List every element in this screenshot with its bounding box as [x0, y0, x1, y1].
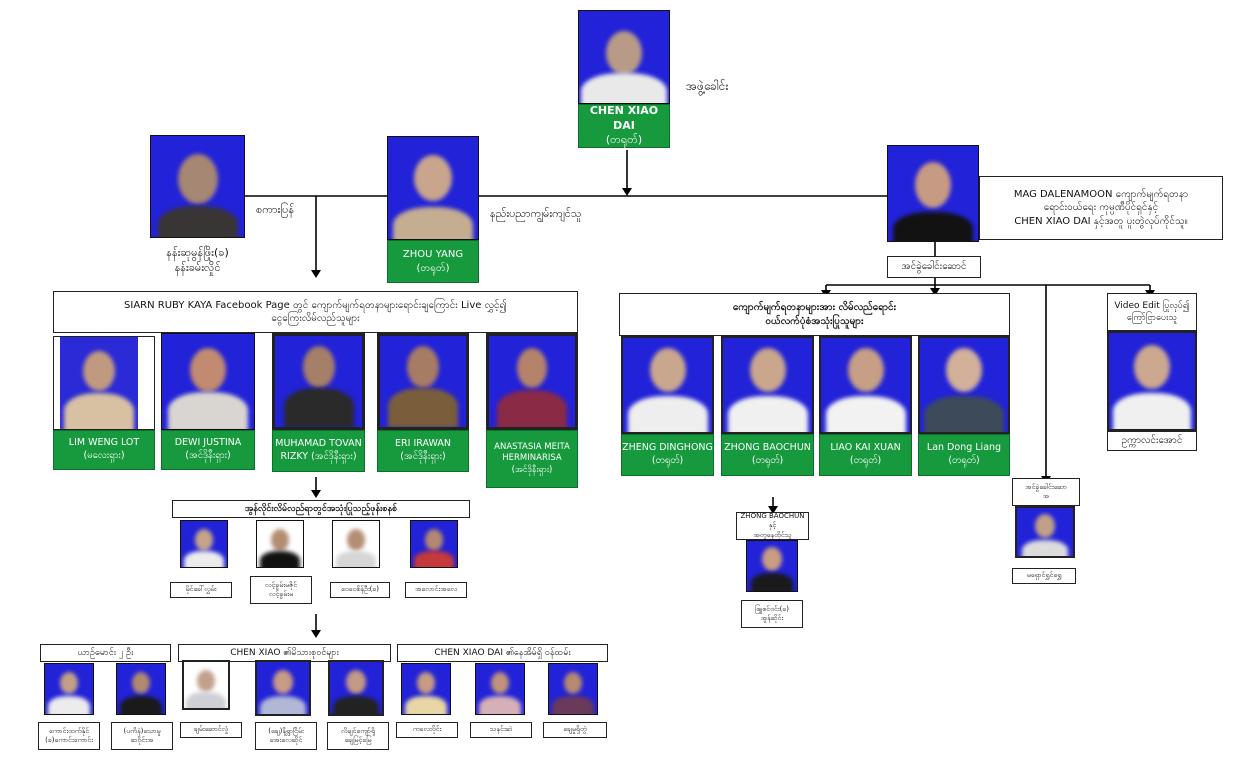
- sub1-member-1-label: မိုင်ခေါ်လွှမ်း: [170, 582, 232, 598]
- job-member-2-name: ZHONG BAOCHUN: [724, 442, 811, 454]
- job-member-2-role: (တရုတ်): [751, 455, 784, 466]
- live-member-1-name: LIM WENG LOT: [68, 437, 140, 449]
- live-member-2-role: (အင်ဒိုနီးရှား): [185, 450, 231, 461]
- job-member-3-label: LIAO KAI XUAN (တရုတ်): [819, 434, 912, 476]
- job-member-1-label: ZHENG DINGHONG (တရုတ်): [621, 434, 714, 476]
- job-member-4-label: Lan Dong Liang (တရုတ်): [918, 434, 1010, 476]
- live-member-5-photo: [486, 333, 578, 430]
- sub1-member-3-photo: [332, 520, 380, 568]
- live-member-2-label: DEWI JUSTINA (အင်ဒိုနီးရှား): [161, 430, 255, 470]
- drivers-header: ယာဉ်မောင်း ၂ ဦး: [40, 644, 171, 662]
- zhong-partner-header: ZHONG BAOCHUN နှင့် အတူနေထိုင်သူ: [736, 512, 809, 540]
- team-leader-label: အင်ခွဲခေါင်းဆောင်: [887, 256, 981, 278]
- job-member-3-photo: [819, 336, 912, 434]
- staff-1-photo: [401, 663, 451, 715]
- live-member-4-photo: [377, 333, 469, 430]
- live-member-4-name: ERI IRAWAN: [395, 438, 451, 450]
- staff-2-photo: [475, 663, 525, 715]
- staff-3-label: ချေမှုရှိတွဲ: [543, 722, 607, 738]
- zhou-yang-photo: [387, 136, 479, 240]
- family-2-photo: [255, 660, 311, 716]
- live-member-2-name: DEWI JUSTINA: [174, 437, 242, 449]
- live-member-5-role: (အင်ဒိုနီးရှား): [511, 464, 553, 475]
- staff-3-photo: [548, 663, 598, 715]
- leader-title: အဖွဲ့ခေါင်း: [686, 79, 729, 93]
- live-member-5-label: ANASTASIA MEITA HERMINARISA (အင်ဒိုနီးရှ…: [486, 430, 578, 488]
- live-member-1-photo: [53, 336, 155, 430]
- assistant-label: မရှောင်ရွှင်ရွှေ: [1012, 568, 1076, 584]
- top-leader-name: CHEN XIAO DAI: [589, 103, 659, 132]
- family-1-photo: [182, 660, 230, 710]
- job-member-4-name: Lan Dong Liang: [926, 442, 1002, 454]
- job-member-1-role: (တရုတ်): [651, 455, 684, 466]
- mag-description: MAG DALENAMOON ကျောက်မျက်ရတနာ ရောင်းဝယ်ရ…: [979, 176, 1223, 240]
- video-editor-photo: [1107, 331, 1197, 431]
- job-member-4-photo: [918, 336, 1010, 434]
- job-group-header: ကျောက်မျက်ရတနာများအား လိမ်လည်ရောင်း ဝယ်လ…: [619, 293, 1010, 336]
- sub1-member-1-photo: [180, 520, 228, 568]
- job-member-4-role: (တရုတ်): [948, 455, 980, 466]
- zhou-yang-label: ZHOU YANG (တရုတ်): [387, 240, 479, 283]
- live-member-1-label: LIM WENG LOT (မလေးရှား): [53, 430, 155, 470]
- family-1-label: ချမ်းဆောင်လှုံ: [180, 722, 242, 738]
- driver-1-label: ကောင်းထက်နိုင် (ခ)ကောင်းကောင်း: [38, 722, 100, 750]
- driver-2-photo: [116, 663, 166, 715]
- zhou-yang-name: ZHOU YANG: [402, 249, 464, 260]
- live-member-3-photo: [272, 333, 365, 430]
- family-3-photo: [328, 660, 384, 716]
- live-member-1-role: (မလေးရှား): [83, 450, 125, 461]
- job-member-2-photo: [721, 336, 814, 434]
- sub1-member-4-label: အလောင်းအလေ: [405, 582, 467, 598]
- job-member-3-name: LIAO KAI XUAN: [830, 442, 901, 454]
- live-member-5-name: ANASTASIA MEITA HERMINARISA: [494, 441, 570, 464]
- job-member-2-label: ZHONG BAOCHUN (တရုတ်): [721, 434, 814, 476]
- sub1-member-2-label: လင့်ခွမ်းမဇိုင် လင့်ခွမ်းမ: [250, 576, 312, 604]
- staff-header: CHEN XIAO DAI ၏နေအိမ်ရှိ ဝန်ထမ်း: [397, 644, 608, 662]
- interpreter-link-label: စကားပြန်: [256, 203, 295, 216]
- driver-1-photo: [44, 663, 94, 715]
- staff-1-label: ကလေးဝိုင်း: [396, 722, 458, 738]
- live-member-2-photo: [161, 333, 255, 430]
- interpreter-label: နန်းဆုမွန်ဖြိုး(ခ) နန်းခမ်းလှိုင်: [150, 240, 245, 282]
- family-3-label: လိချင်ကျော်ရှိ ချေမြင့်မြေ: [327, 722, 389, 750]
- job-member-1-photo: [621, 336, 714, 434]
- technical-link-label: နည်းပညာကျွမ်းကျင်သူ: [490, 207, 582, 220]
- top-leader-photo: [578, 10, 670, 104]
- sub-group-1-header: အွန်လိုင်းလိမ်လည်ရာတွင်အသုံးပြုသည့်ဖုန်း…: [172, 500, 470, 518]
- job-member-1-name: ZHENG DINGHONG: [622, 442, 713, 454]
- zhong-partner-photo: [746, 540, 798, 592]
- live-group-header: SIARN RUBY KAYA Facebook Page တွင် ကျောက…: [53, 291, 578, 333]
- video-editor-label: ဥက္ကာလင်းအောင်: [1107, 431, 1197, 451]
- live-member-4-role: (အင်ဒိုနီးရှား): [400, 451, 446, 462]
- mag-photo: [887, 145, 979, 242]
- sub1-member-2-photo: [256, 520, 304, 568]
- top-leader-label: CHEN XIAO DAI (တရုတ်): [578, 104, 670, 148]
- assistant-header: အင်ခွဲခေါင်းဆော အ: [1012, 478, 1080, 506]
- zhong-partner-label: ဖြူစင်ဝင်း(ခ) အွန်ဆိုင်း: [741, 600, 803, 628]
- sub1-member-4-photo: [410, 520, 458, 568]
- zhou-yang-role: (တရုတ်): [416, 262, 450, 274]
- staff-2-label: သနင်းဆဲ: [470, 722, 532, 738]
- live-member-3-name: MUHAMAD TOVAN RIZKY (အင်ဒိုနီးရှား): [275, 438, 362, 462]
- live-member-4-label: ERI IRAWAN (အင်ဒိုနီးရှား): [377, 430, 469, 472]
- sub1-member-3-label: ဝေဝေစိန်ဦး(ခ): [330, 582, 390, 598]
- video-editor-header: Video Edit ပြုလုပ်၍ ကြော်ငြာပေးသူ: [1107, 293, 1197, 331]
- assistant-photo: [1015, 506, 1075, 558]
- job-member-3-role: (တရုတ်): [849, 455, 882, 466]
- interpreter-photo: [150, 135, 245, 238]
- driver-2-label: (ပကိနဲ)သောမူ ဆဝိုင်းအ: [111, 722, 173, 750]
- top-leader-role: (တရုတ်): [605, 133, 643, 147]
- live-member-3-label: MUHAMAD TOVAN RIZKY (အင်ဒိုနီးရှား): [272, 430, 365, 472]
- family-2-label: (ချေ)နိရ္လာငြိမ်း အေးလေဆိုင်: [255, 722, 317, 750]
